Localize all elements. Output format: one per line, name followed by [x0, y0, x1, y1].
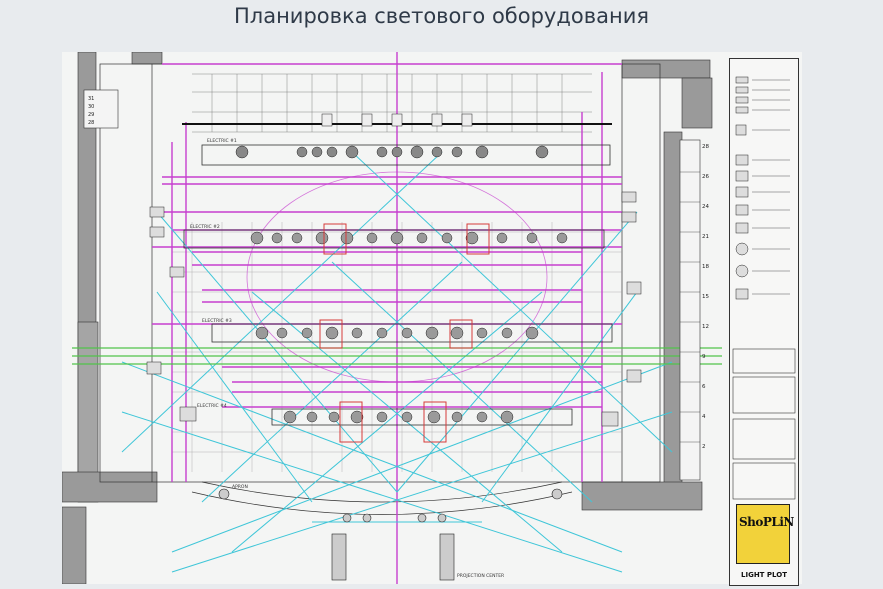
right-scale-label: 9 [702, 354, 706, 360]
pipe-label: PROJECTION CENTER [457, 573, 504, 579]
pipe-electric-1 [182, 113, 612, 166]
pipe-label: APRON [232, 484, 248, 490]
right-scale-label: 26 [702, 174, 709, 180]
pipe-electric-3 [211, 319, 613, 349]
left-scale-label: 28 [88, 120, 94, 126]
right-scale-label: 2 [702, 444, 706, 450]
magenta-ellipse [246, 171, 548, 383]
company-logo: ShoPLiN [736, 504, 794, 564]
pipe-electric-2 [183, 223, 605, 255]
pipe-labels: ELECTRIC #1 ELECTRIC #2 ELECTRIC #3 ELEC… [190, 138, 504, 579]
light-plot-drawing: 31 30 29 28 28 26 24 21 1 [61, 51, 802, 585]
pipe-electric-4 [271, 401, 573, 443]
pipe-label: ELECTRIC #2 [190, 224, 220, 230]
right-scale-label: 6 [702, 384, 706, 390]
green-lines [72, 347, 722, 365]
stage-walls [61, 51, 713, 585]
pipe-label: ELECTRIC #1 [207, 138, 237, 144]
sheet-label: LIGHT PLOT [741, 571, 787, 579]
left-scale-label: 30 [88, 104, 94, 110]
floor-units [218, 488, 563, 581]
pipe-label: ELECTRIC #4 [197, 403, 227, 409]
right-scale-label: 12 [702, 324, 709, 330]
pipe-label: ELECTRIC #3 [202, 318, 232, 324]
right-scale-label: 28 [702, 144, 709, 150]
stage-outline [99, 63, 661, 515]
right-scale-label: 4 [702, 414, 706, 420]
key-panel [729, 58, 799, 586]
right-ruler: 28 26 24 21 18 15 12 9 6 4 2 [679, 139, 709, 481]
right-scale-label: 21 [702, 234, 709, 240]
light-plot-svg: 31 30 29 28 28 26 24 21 1 [61, 51, 722, 585]
left-scale: 31 30 29 28 [83, 89, 119, 129]
key-symbols [732, 76, 796, 500]
slide-title: Планировка светового оборудования [234, 4, 649, 28]
right-scale-label: 24 [702, 204, 709, 210]
left-scale-label: 29 [88, 112, 94, 118]
right-scale-label: 18 [702, 264, 709, 270]
side-booms [146, 191, 642, 427]
logo-text: ShoPLiN [739, 515, 794, 529]
left-scale-label: 31 [88, 96, 94, 102]
right-scale-label: 15 [702, 294, 709, 300]
